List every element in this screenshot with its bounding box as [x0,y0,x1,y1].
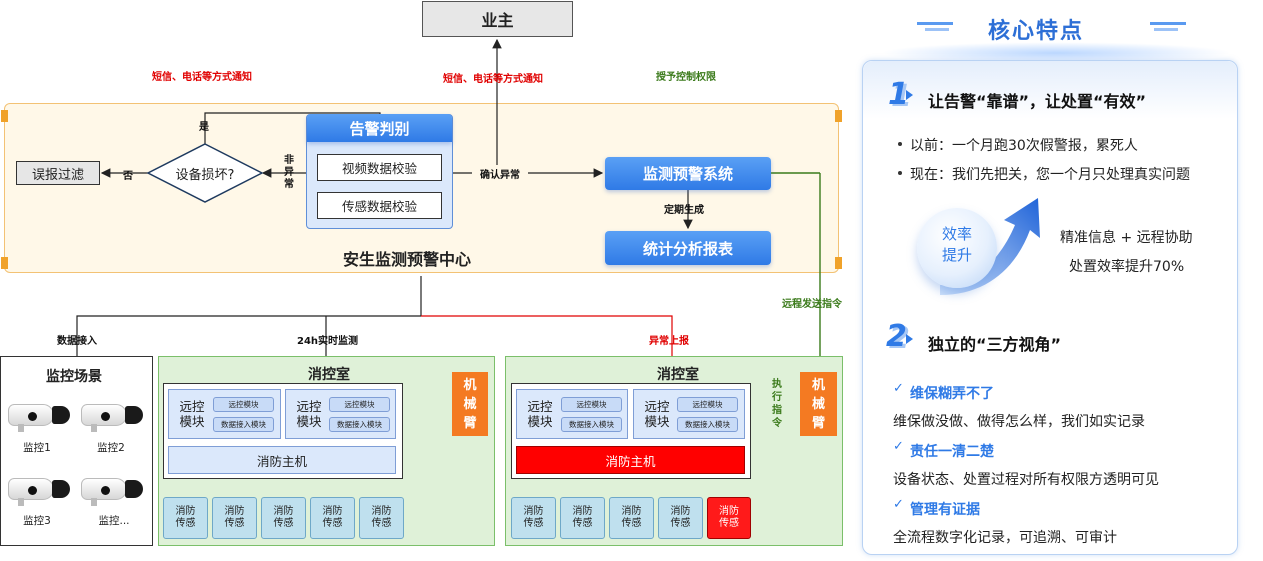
camera-3 [8,478,70,506]
exec-cmd-label: 执 行 指 令 [772,379,782,429]
confirm-abnormal-label: 确认异常 [472,165,528,181]
abnormal-label: 非 异 常 [284,155,294,190]
feature1-number-icon: 1 [888,77,909,112]
owner-box: 业主 [422,1,573,37]
monitor-scene-box [0,356,153,546]
remote-module-right-2-label: 远控 模块 [644,399,670,429]
item-3-desc: 全流程数字化记录，可追溯、可审计 [893,530,1117,546]
control-room-right-title: 消控室 [657,367,699,383]
device-damaged-label: 设备损坏? [175,167,235,183]
false-alarm-box: 误报过滤 [16,161,100,185]
periodic-label: 定期生成 [664,205,704,216]
feature2-chevron-icon [906,334,913,344]
efficiency-line-2: 处置效率提升70% [1069,259,1185,275]
video-check-box: 视频数据校验 [317,154,442,181]
fire-host-left: 消防主机 [168,446,396,474]
realtime-label: 24h实时监测 [297,336,359,347]
panel-title: 核心特点 [988,19,1085,44]
frame-corner-bl [1,257,8,269]
efficiency-orb-text: 效率 提升 [941,225,972,264]
feature1-bullet-2: 现在：我们先把关，您一个月只处理真实问题 [910,167,1190,183]
efficiency-line-1: 精准信息 + 远程协助 [1060,230,1193,246]
item-3-head: 管理有证据 [910,502,980,518]
efficiency-orb [917,208,997,288]
frame-corner-tl [1,110,8,122]
item-2-head: 责任一清二楚 [910,444,994,460]
control-room-left-title: 消控室 [308,367,350,383]
camera-2-label: 监控2 [97,442,125,454]
data-access-label: 数据接入 [57,336,97,347]
fire-sensor-left-1: 消防 传感 [163,497,208,539]
feature1-bullet-1-dot [898,142,902,146]
feature1-chevron-icon [906,90,913,100]
center-title: 安生监测预警中心 [343,250,472,269]
fire-sensor-left-3: 消防 传感 [261,497,306,539]
fire-host-right-alert: 消防主机 [516,446,745,474]
robot-arm-left: 机 械 臂 [452,372,488,436]
remote-chip-right-2b: 数据接入模块 [677,417,738,432]
frame-corner-tr [835,110,842,122]
camera-4-label: 监控... [98,515,130,527]
camera-3-label: 监控3 [23,515,51,527]
device-damaged-diamond [146,143,264,203]
yes-label: 是 [199,122,209,133]
camera-2 [81,404,143,432]
remote-chip-right-1a: 远控模块 [561,397,622,412]
robot-arm-right: 机 械 臂 [800,372,837,436]
fire-sensor-left-5: 消防 传感 [359,497,404,539]
fire-sensor-right-1: 消防 传感 [511,497,556,539]
feature1-title: 让告警“靠谱”，让处置“有效” [928,92,1147,111]
remote-chip-left-1a: 远控模块 [213,397,274,412]
item-1-head: 维保糊弄不了 [910,386,994,402]
efficiency-arrow-icon [940,198,1040,295]
alarm-judge-title: 告警判别 [307,114,452,142]
fire-sensor-right-2: 消防 传感 [560,497,605,539]
item-2-check-icon: ✓ [893,439,904,454]
fire-sensor-right-4: 消防 传感 [658,497,703,539]
remote-module-left-1-label: 远控 模块 [179,399,205,429]
item-1-desc: 维保做没做、做得怎么样，我们如实记录 [893,414,1145,430]
remote-module-right-1-label: 远控 模块 [527,399,553,429]
stats-report-box: 统计分析报表 [605,231,771,265]
panel-title-glow [880,42,1232,64]
fire-sensor-left-2: 消防 传感 [212,497,257,539]
remote-chip-right-1b: 数据接入模块 [561,417,622,432]
camera-1 [8,404,70,432]
feature2-number-icon: 2 [886,319,907,354]
fire-sensor-right-5-alert: 消防 传感 [707,497,751,539]
notify-left-label: 短信、电话等方式通知 [152,72,252,83]
feature1-header-bg [863,61,1237,119]
no-label: 否 [123,171,133,182]
remote-module-left-2-label: 远控 模块 [296,399,322,429]
fire-sensor-left-4: 消防 传感 [310,497,355,539]
item-1-check-icon: ✓ [893,381,904,396]
features-card [862,60,1238,555]
panel-title-deco-left [917,22,953,32]
monitor-scene-title: 监控场景 [46,369,102,385]
camera-4 [81,478,143,506]
feature1-bullet-2-dot [898,171,902,175]
item-3-check-icon: ✓ [893,497,904,512]
grant-control-label: 授予控制权限 [656,72,716,83]
item-2-desc: 设备状态、处置过程对所有权限方透明可见 [893,472,1159,488]
frame-corner-br [835,257,842,269]
monitor-system-box: 监测预警系统 [605,157,771,190]
remote-chip-left-2b: 数据接入模块 [329,417,390,432]
feature2-title: 独立的“三方视角” [928,335,1062,354]
remote-cmd-label: 远程发送指令 [782,299,842,310]
remote-chip-left-2a: 远控模块 [329,397,390,412]
panel-title-deco-right [1150,22,1186,32]
remote-chip-left-1b: 数据接入模块 [213,417,274,432]
abnormal-report-label: 异常上报 [649,336,689,347]
camera-1-label: 监控1 [23,442,51,454]
fire-sensor-right-3: 消防 传感 [609,497,654,539]
notify-mid-label: 短信、电话等方式通知 [443,74,543,85]
remote-chip-right-2a: 远控模块 [677,397,738,412]
sensor-check-box: 传感数据校验 [317,192,442,219]
feature1-bullet-1: 以前：一个月跑30次假警报，累死人 [910,138,1138,154]
